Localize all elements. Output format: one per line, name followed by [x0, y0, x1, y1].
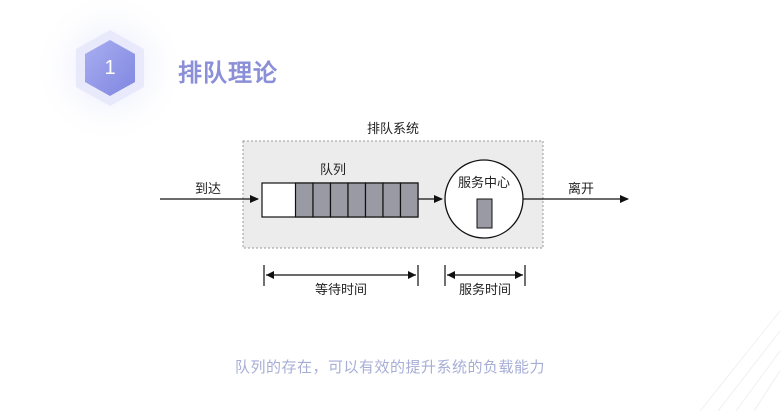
queue-slot: [382, 182, 402, 218]
wait-time-label: 等待时间: [315, 282, 367, 298]
service-time-label: 服务时间: [459, 282, 511, 298]
queue-label: 队列: [320, 163, 346, 178]
queue-slot: [364, 182, 384, 218]
queue-slot: [329, 182, 349, 218]
wait-time-dimension: [263, 265, 419, 286]
caption: 队列的存在，可以有效的提升系统的负载能力: [234, 358, 545, 376]
section-number-badge: 1: [62, 20, 158, 116]
section-title: 排队理论: [178, 59, 278, 87]
arrive-label: 到达: [195, 182, 221, 197]
corner-decoration: [699, 310, 780, 411]
service-time-dimension: [444, 265, 526, 286]
hexagon-icon: [76, 30, 144, 106]
queue-slot: [312, 182, 332, 218]
section-number: 1: [104, 57, 116, 79]
leave-label: 离开: [568, 181, 594, 197]
service-center-label: 服务中心: [458, 175, 510, 191]
queue-slot: [294, 182, 314, 218]
queue-system-label: 排队系统: [367, 122, 419, 137]
queue-slot: [347, 182, 367, 218]
queue-slot: [399, 182, 419, 218]
queue-slots: [294, 182, 419, 218]
service-item: [476, 198, 493, 229]
